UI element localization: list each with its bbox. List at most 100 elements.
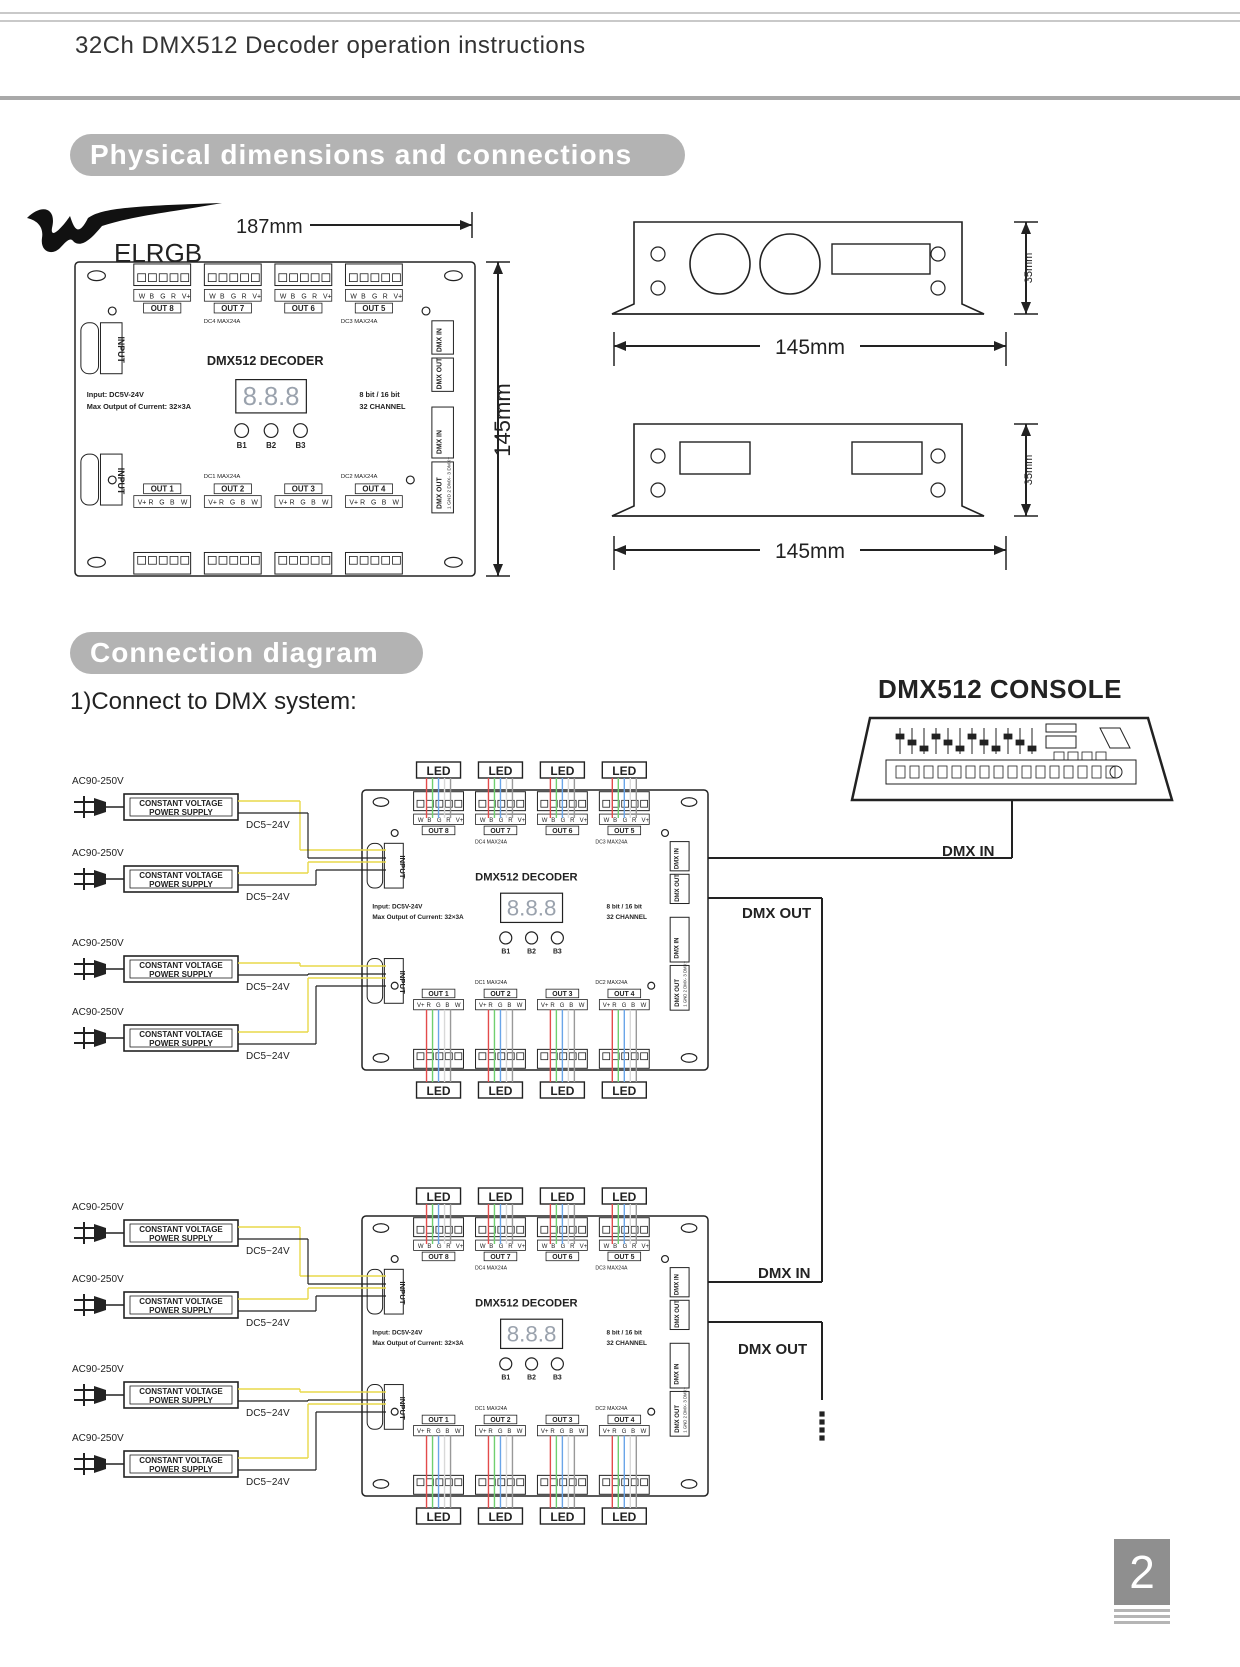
- conn-decoder-1-dc3-label: DC3 MAX24A: [595, 839, 628, 845]
- conn-decoder-2-pin-label: B: [427, 1244, 431, 1250]
- conn-decoder-2-button-label: B2: [527, 1374, 536, 1381]
- conn-decoder-2-pin-label: V+: [479, 1429, 487, 1435]
- conn-supply-3-power-supply-box: [123, 955, 239, 983]
- conn-supply-8-power-supply-line2: POWER SUPPLY: [149, 1465, 213, 1474]
- dim-top-view-terminal-screw: [321, 273, 331, 283]
- conn-decoder-2-terminal-screw: [478, 1225, 487, 1234]
- conn-decoder-1-mount-hole: [372, 1053, 390, 1063]
- dim-top-view-pin-label: V+: [349, 499, 358, 506]
- dim-top-view-pin-label: B: [149, 293, 154, 300]
- console-fader: [895, 733, 905, 740]
- conn-decoder-1-dmx-in-label: DMX IN: [675, 848, 681, 869]
- console-fader: [919, 745, 929, 752]
- dim-top-view-terminal-screw: [240, 273, 249, 283]
- dmx-continuation-dot: [819, 1411, 825, 1417]
- conn-decoder-1-led-bottom-label: LED: [488, 1084, 512, 1098]
- conn-decoder-1-pin-label: G: [499, 818, 504, 824]
- conn-decoder-1-terminal-screw: [578, 1052, 586, 1061]
- side-view-front-arrow-head: [994, 341, 1006, 351]
- conn-decoder-1-pin-label: B: [551, 818, 555, 824]
- conn-decoder-2-terminal-screw: [568, 1478, 577, 1487]
- conn-supply-6-plug-head: [94, 1296, 106, 1314]
- conn-decoder-1-terminal-screw: [478, 1052, 487, 1061]
- conn-supply-4-power-supply-line1: CONSTANT VOLTAGE: [139, 1030, 223, 1039]
- dim-top-view-mount-hole: [87, 270, 106, 282]
- console-key: [909, 765, 920, 779]
- conn-decoder-2-led-bottom-label: LED: [612, 1510, 636, 1524]
- dim-top-view-terminal-screw: [158, 556, 168, 565]
- conn-supply-3-dc-label: DC5~24V: [246, 982, 290, 993]
- conn-decoder-2-top-out-label: OUT 8: [428, 1254, 448, 1261]
- conn-supply-1-power-supply-line2: POWER SUPPLY: [149, 808, 213, 817]
- dim-top-view-input-label: INPUT: [116, 468, 126, 495]
- conn-decoder-2-pin-label: G: [622, 1429, 627, 1435]
- conn-decoder-1-pin-label: B: [569, 1003, 573, 1009]
- conn-decoder-2-dmx-in-label: DMX IN: [675, 1274, 681, 1295]
- conn-supply-4-power-supply-line2: POWER SUPPLY: [149, 1039, 213, 1048]
- conn-decoder-2-led-bottom-label: LED: [550, 1510, 574, 1524]
- dim-top-view-input-label: INPUT: [116, 336, 126, 363]
- dim-top-view-terminal-screw: [180, 273, 190, 283]
- conn-decoder-2-led-bottom-label: LED: [488, 1510, 512, 1524]
- dim-top-view-dc2-label: DC2 MAX24A: [341, 474, 378, 480]
- conn-decoder-2-terminal-screw: [506, 1225, 515, 1234]
- conn-decoder-1-pin-label: R: [427, 1003, 432, 1009]
- conn-decoder-1-pin-label: G: [623, 818, 628, 824]
- conn-decoder-2-pin-label: G: [437, 1244, 442, 1250]
- conn-decoder-2-bottom-pin-strip: [475, 1425, 526, 1437]
- conn-supply-7-power-supply-line2: POWER SUPPLY: [149, 1396, 213, 1405]
- conn-decoder-2-bottom-out-label: OUT 2: [490, 1417, 510, 1424]
- dmx-continuation-dot: [819, 1419, 825, 1425]
- page-number-bars: [1114, 1606, 1170, 1624]
- dim-top-view-pin-label: W: [251, 499, 258, 506]
- conn-decoder-2-button-b2: [524, 1357, 539, 1371]
- dim-top-view-terminal-screw: [169, 273, 179, 283]
- conn-supply-2-power-supply-label-box: [129, 869, 233, 889]
- conn-decoder-1-bottom-out-label-box: [545, 988, 580, 999]
- dim-top-view-bottom-out-label-box: [354, 483, 393, 495]
- dmx-out-label-1: DMX OUT: [742, 905, 811, 922]
- conn-supply-1-power-supply-label-box: [129, 797, 233, 817]
- conn-decoder-1-pin-label: W: [641, 1003, 647, 1009]
- dim-top-view-terminal-screw: [218, 273, 228, 283]
- conn-decoder-1-bottom-out-label-box: [483, 988, 518, 999]
- dim-top-view-top-terminal-block: [274, 263, 333, 287]
- console-keypad: [885, 759, 1137, 785]
- conn-supply-4-power-supply-label-box: [129, 1028, 233, 1048]
- dim-top-view-pin-label: G: [371, 499, 376, 506]
- dim-top-view-input-socket: [80, 322, 100, 375]
- side-view-front-width-label: 145mm: [775, 336, 845, 359]
- side-view-back-arrow-head: [614, 545, 626, 555]
- dim-top-view-top-terminal-block: [133, 263, 192, 287]
- conn-supply-6-ac-label: AC90-250V: [72, 1274, 124, 1285]
- conn-decoder-1-top-out-label: OUT 8: [428, 828, 448, 835]
- console-fader: [931, 733, 941, 740]
- conn-decoder-1-max-output-spec: Max Output of Current: 32×3A: [372, 914, 464, 921]
- conn-decoder-2-terminal-screw: [559, 1478, 568, 1487]
- console-fader: [991, 745, 1001, 752]
- conn-supply-1-power-supply-box: [123, 793, 239, 821]
- conn-decoder-1-bottom-out-label-box: [607, 988, 642, 999]
- dim-top-view-top-out-label-box: [354, 302, 393, 314]
- console-key: [965, 765, 976, 779]
- conn-supply-4-ac-label: AC90-250V: [72, 1007, 124, 1018]
- conn-decoder-2-dmx-pins-label: 1 GND 2 DMX- 3 DMX+: [683, 1387, 688, 1433]
- conn-decoder-1-mount-hole: [680, 1053, 698, 1063]
- dim-top-view-bottom-out-label: OUT 2: [221, 485, 245, 494]
- conn-decoder-1-pin-label: W: [517, 1003, 523, 1009]
- conn-decoder-2-pin-label: G: [560, 1429, 565, 1435]
- conn-decoder-2-pin-label: G: [499, 1244, 504, 1250]
- conn-decoder-2-top-out-label-box: [607, 1251, 642, 1262]
- dim-top-view-dmx-in-connector: [431, 320, 454, 355]
- conn-decoder-1-pin-label: V+: [479, 1003, 487, 1009]
- dim-top-view-top-out-label: OUT 7: [221, 304, 245, 313]
- conn-decoder-2-terminal-screw: [621, 1225, 629, 1234]
- dim-top-view-pin-label: R: [171, 293, 176, 300]
- dim-top-view-pin-label: V+: [182, 293, 191, 300]
- conn-decoder-2-led-bottom-label: LED: [427, 1510, 451, 1524]
- conn-decoder-2-terminal-screw: [516, 1478, 525, 1487]
- conn-decoder-2-led-top-label: LED: [488, 1190, 512, 1204]
- conn-decoder-1-channels-spec: 32 CHANNEL: [607, 914, 647, 921]
- conn-decoder-1-pin-label: W: [542, 818, 548, 824]
- dim-top-view-pin-label: V+: [394, 293, 403, 300]
